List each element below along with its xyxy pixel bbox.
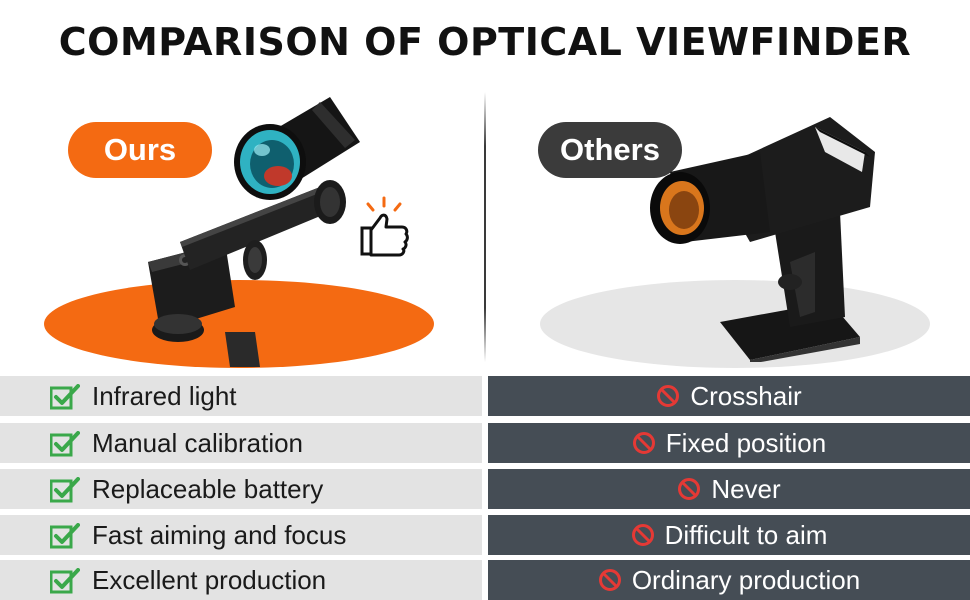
others-feature-cell: Never <box>488 469 970 509</box>
center-divider <box>484 92 486 362</box>
prohibited-icon <box>678 478 701 500</box>
prohibited-icon <box>632 432 655 454</box>
ours-feature-text: Excellent production <box>92 564 327 595</box>
others-feature-cell: Crosshair <box>488 376 970 416</box>
check-icon <box>50 477 80 503</box>
ours-feature-cell: Fast aiming and focus <box>0 515 482 555</box>
table-row: Manual calibration Fixed position <box>0 423 970 463</box>
crosshair-finder-image <box>650 117 875 362</box>
check-icon <box>50 384 80 410</box>
check-icon <box>50 431 80 457</box>
prohibited-icon <box>598 569 621 591</box>
others-feature-cell: Ordinary production <box>488 560 970 600</box>
red-dot-finder-image <box>148 97 360 367</box>
ours-feature-cell: Manual calibration <box>0 423 482 463</box>
prohibited-icon <box>631 524 654 546</box>
ours-feature-cell: Excellent production <box>0 560 482 600</box>
prohibited-icon <box>657 385 680 407</box>
check-icon <box>50 568 80 594</box>
ours-pill-label: Ours <box>103 132 177 167</box>
ours-feature-cell: Infrared light <box>0 376 482 416</box>
table-row: Fast aiming and focus Difficult to aim <box>0 515 970 555</box>
others-feature-text: Ordinary production <box>631 564 861 595</box>
others-feature-text: Fixed position <box>665 427 827 458</box>
table-row: Replaceable battery Never <box>0 469 970 509</box>
others-feature-text: Difficult to aim <box>664 519 828 550</box>
page-title: COMPARISON OF OPTICAL VIEWFINDER <box>58 20 912 64</box>
others-feature-cell: Fixed position <box>488 423 970 463</box>
thumbs-up-icon <box>360 196 409 257</box>
others-pill-label: Others <box>560 132 660 167</box>
others-feature-text: Crosshair <box>690 380 802 411</box>
ours-feature-cell: Replaceable battery <box>0 469 482 509</box>
table-row: Infrared light Crosshair <box>0 376 970 416</box>
ours-feature-text: Manual calibration <box>92 427 304 458</box>
others-feature-text: Never <box>711 473 781 504</box>
others-feature-cell: Difficult to aim <box>488 515 970 555</box>
ours-feature-text: Infrared light <box>92 380 237 411</box>
table-row: Excellent production Ordinary production <box>0 560 970 600</box>
ours-feature-text: Replaceable battery <box>92 473 324 504</box>
ours-pill: Ours <box>68 122 212 178</box>
check-icon <box>50 523 80 549</box>
others-pill: Others <box>538 122 682 178</box>
ours-feature-text: Fast aiming and focus <box>92 519 347 550</box>
